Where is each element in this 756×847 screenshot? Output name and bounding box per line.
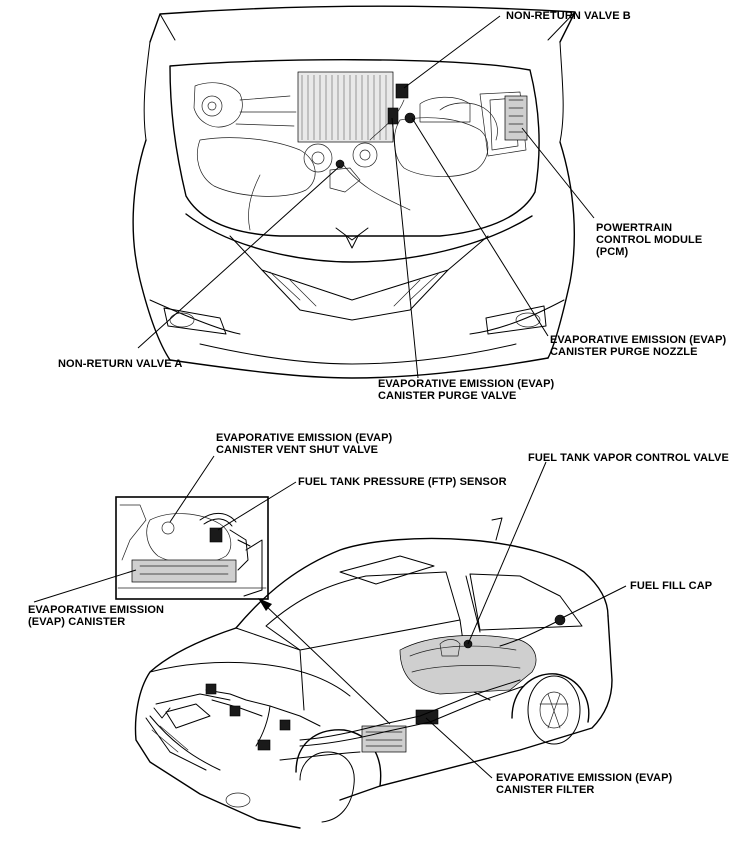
fuel-fill-cap-component (554, 614, 566, 626)
engine-bay-illustration (132, 5, 576, 379)
non-return-valve-a-component (335, 159, 345, 169)
top-leader-lines (137, 15, 595, 379)
label-evap-canister: EVAPORATIVE EMISSION (EVAP) CANISTER (28, 604, 165, 628)
label-non-return-valve-b: NON-RETURN VALVE B (506, 10, 631, 22)
inset-arrow-line (263, 603, 391, 725)
label-non-return-valve-a: NON-RETURN VALVE A (58, 358, 183, 370)
bottom-leader-lines (33, 455, 627, 779)
label-evap-purge-valve: EVAPORATIVE EMISSION (EVAP) CANISTER PUR… (378, 378, 555, 402)
label-evap-purge-nozzle: EVAPORATIVE EMISSION (EVAP) CANISTER PUR… (550, 334, 727, 358)
evap-purge-valve-component (387, 107, 399, 125)
fuel-tank-component (399, 635, 537, 695)
label-fuel-tank-vapor-control-valve: FUEL TANK VAPOR CONTROL VALVE (528, 452, 729, 464)
evap-canister-filter-component (415, 709, 439, 725)
car-side-illustration (134, 517, 613, 829)
evap-canister-component (361, 725, 407, 753)
evap-purge-nozzle-component (404, 112, 416, 124)
label-evap-canister-filter: EVAPORATIVE EMISSION (EVAP) CANISTER FIL… (496, 772, 673, 796)
label-ftp-sensor: FUEL TANK PRESSURE (FTP) SENSOR (298, 476, 507, 488)
label-pcm: POWERTRAIN CONTROL MODULE (PCM) (596, 222, 703, 258)
label-fuel-fill-cap: FUEL FILL CAP (630, 580, 713, 592)
label-evap-vent-shut-valve: EVAPORATIVE EMISSION (EVAP) CANISTER VEN… (216, 432, 393, 456)
pcm-component (504, 95, 528, 141)
canister-inset (115, 496, 269, 600)
